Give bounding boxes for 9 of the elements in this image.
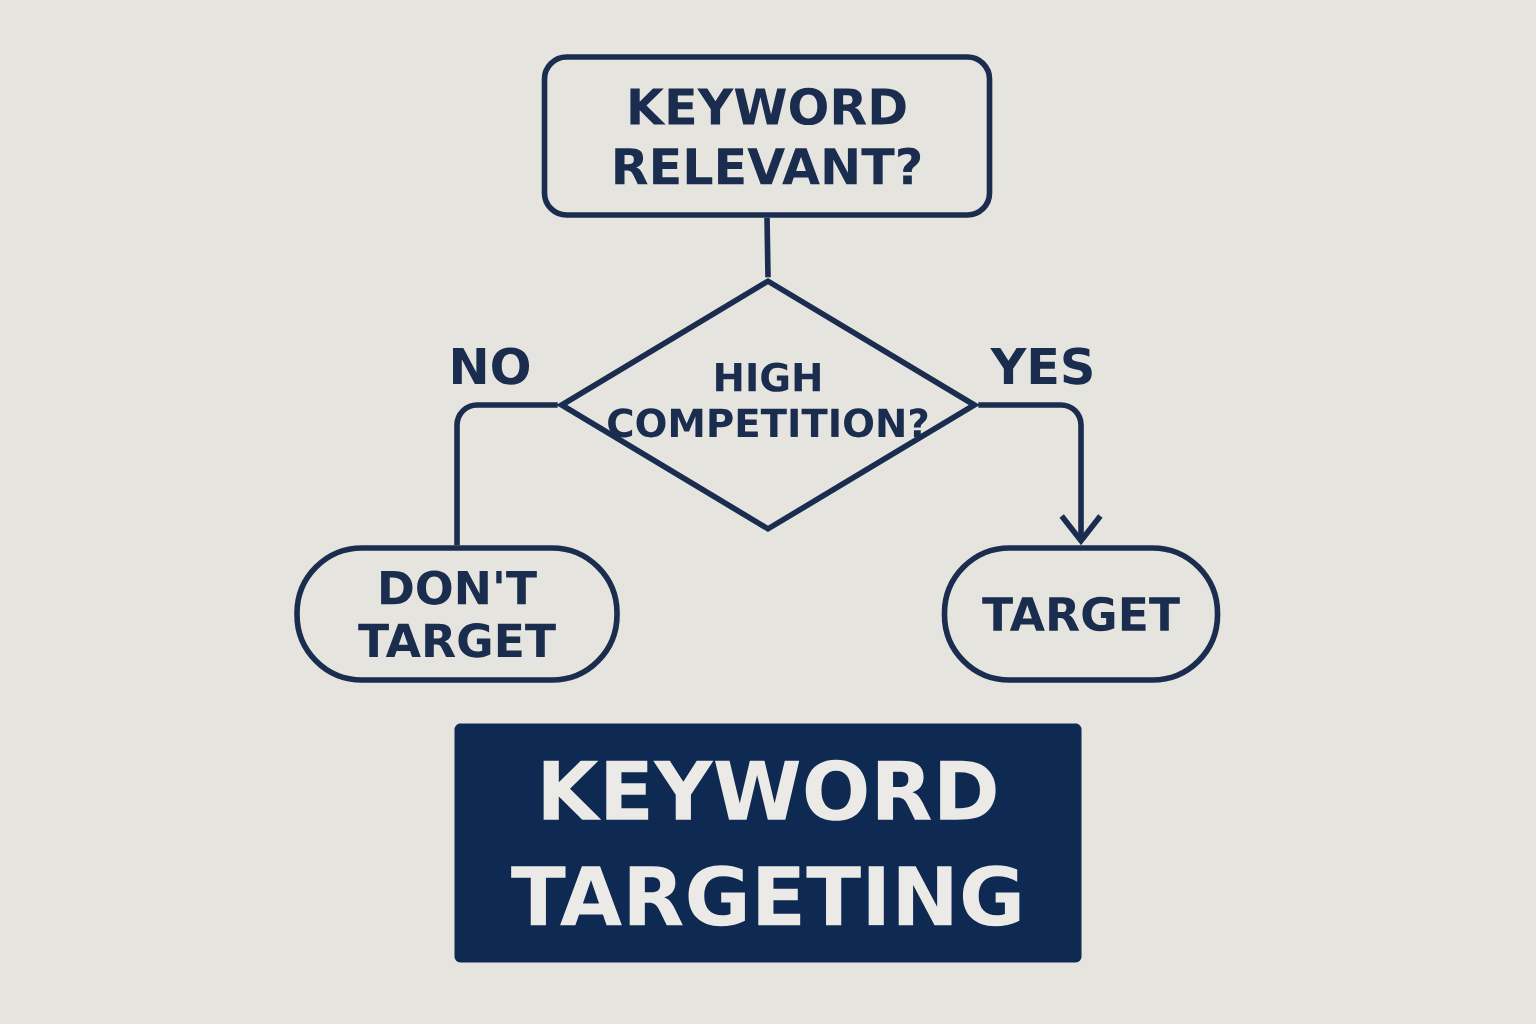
terminal-box: TARGET xyxy=(941,545,1221,683)
edge-label: YES xyxy=(987,343,1099,389)
terminal-box: DON'T TARGET xyxy=(294,545,620,683)
connector xyxy=(978,402,1103,546)
connector xyxy=(764,217,771,278)
edge-label: NO xyxy=(445,343,536,389)
process-box: KEYWORD RELEVANT? xyxy=(541,54,993,218)
connector xyxy=(454,402,558,546)
title-banner: KEYWORD TARGETING xyxy=(454,723,1082,963)
